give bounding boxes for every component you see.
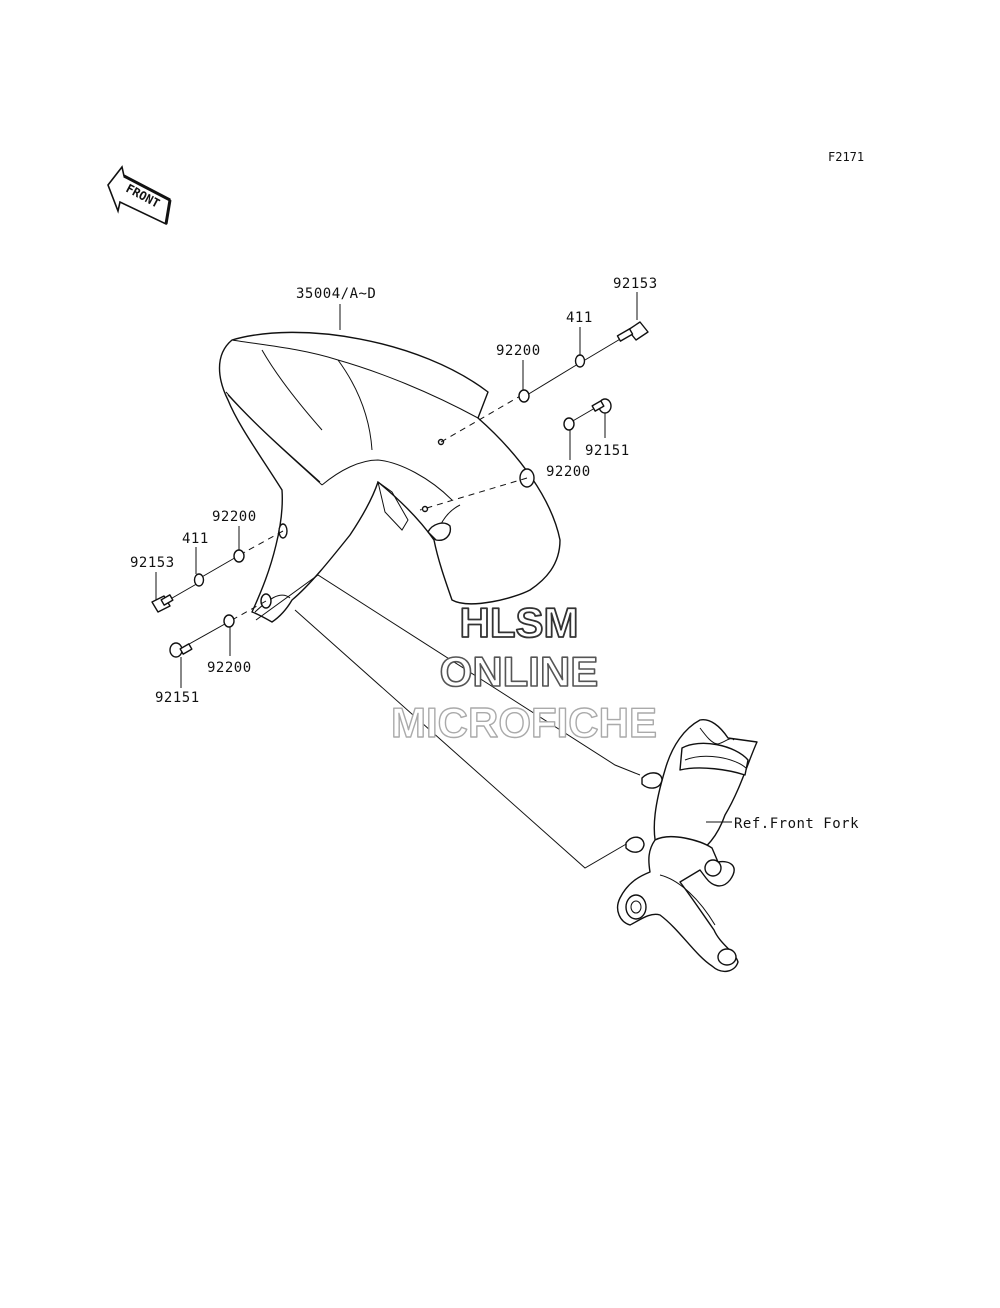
callout-grommet-right: 92200 <box>546 464 591 480</box>
watermark-line-1: HLSM <box>460 599 579 646</box>
callout-grommet-left-upper: 92200 <box>212 509 257 525</box>
grommet-92200-left-lower <box>223 614 235 628</box>
callout-bolt-top-right: 92153 <box>613 276 658 292</box>
front-fork <box>616 719 758 973</box>
callout-bolt-left: 92153 <box>130 555 175 571</box>
screw-92151-left <box>169 642 193 658</box>
bolt-92153-right <box>616 321 649 342</box>
callout-grommet-top: 92200 <box>496 343 541 359</box>
screw-92151-right <box>591 398 612 414</box>
front-arrow-icon: FRONT <box>107 165 172 226</box>
callout-screw-right: 92151 <box>585 443 630 459</box>
callout-fender: 35004/A~D <box>296 286 376 302</box>
grommet-92200-left-upper <box>233 549 245 563</box>
front-fender <box>218 331 561 623</box>
diagram-id: F2171 <box>828 150 864 164</box>
callout-washer-top-right: 411 <box>566 310 593 326</box>
washer-411-left <box>193 573 205 587</box>
callout-screw-left: 92151 <box>155 690 200 706</box>
watermark-line-2: ONLINE <box>440 648 599 695</box>
callout-grommet-left-lower: 92200 <box>207 660 252 676</box>
grommet-92200-top <box>518 389 530 403</box>
grommet-92200-right <box>563 417 575 431</box>
callout-washer-left: 411 <box>182 531 209 547</box>
washer-411-right <box>574 354 586 368</box>
watermark: HLSM ONLINE MICROFICHE <box>390 598 657 747</box>
bolt-92153-left <box>151 594 174 613</box>
watermark-line-3: MICROFICHE <box>391 699 657 746</box>
callout-front-fork: Ref.Front Fork <box>734 816 859 832</box>
